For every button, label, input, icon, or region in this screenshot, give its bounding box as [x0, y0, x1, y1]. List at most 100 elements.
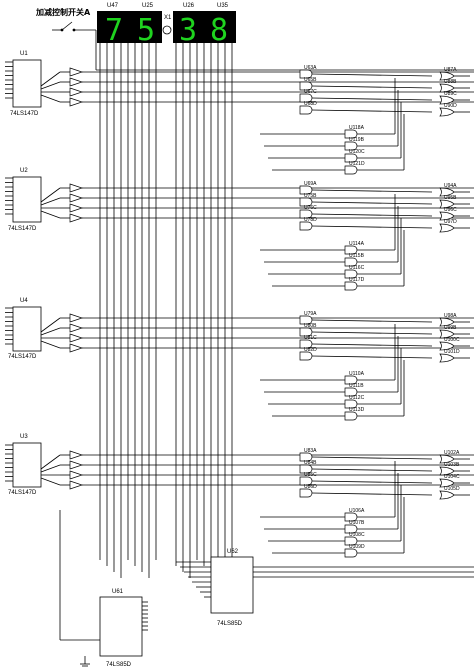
gate-label: U110A [349, 371, 365, 377]
display-digit: 5 [137, 13, 155, 48]
gate-label: U63A [304, 65, 317, 71]
or-gate [439, 490, 455, 500]
gate-output [311, 468, 433, 472]
gate-label: U117D [349, 277, 365, 283]
gate-label: U83A [304, 448, 317, 454]
and-gate [299, 81, 313, 91]
gate-label: U90D [444, 103, 457, 109]
buffer-symbol [69, 333, 84, 343]
gate-output [311, 97, 433, 101]
and-gate [299, 315, 313, 325]
gate-label: U75B [304, 193, 317, 199]
gate-label: U120C [349, 149, 365, 155]
gate-label: U69A [304, 181, 317, 187]
gate-label: U104C [444, 474, 460, 480]
buffer-symbol [69, 77, 84, 87]
display-u26: U26 3 [173, 3, 203, 48]
and-gate [299, 197, 313, 207]
and-gate [299, 476, 313, 486]
buffer-symbol [69, 203, 84, 213]
gate-output [311, 343, 433, 347]
gate-label: U101D [444, 349, 460, 355]
gate-label: U76C [304, 205, 317, 211]
gate-label: U96C [444, 207, 457, 213]
gate-label: U102A [444, 450, 460, 456]
encoder-output [40, 464, 61, 473]
buffer-symbol [69, 480, 84, 490]
gate-output [311, 73, 433, 77]
display-digit: 3 [179, 13, 197, 48]
gate-label: U119B [349, 137, 365, 143]
and-gate [344, 375, 358, 385]
and-gate [344, 129, 358, 139]
gate-label: U86D [304, 484, 317, 490]
or-gate [439, 83, 455, 93]
gate-label: U103B [444, 462, 460, 468]
crystal-label: X1 [164, 15, 172, 21]
gate-label: U112C [349, 395, 365, 401]
comparator-part: 74LS85D [106, 662, 132, 668]
encoder-ref: U3 [20, 434, 28, 440]
or-gate [439, 223, 455, 233]
buffer-symbol [69, 460, 84, 470]
and-gate [344, 153, 358, 163]
or-gate [439, 466, 455, 476]
gate-output [311, 331, 433, 335]
gate-label: U111B [349, 383, 364, 389]
gate-output [311, 189, 433, 193]
display-ref: U26 [183, 3, 195, 9]
encoder-output [40, 454, 61, 470]
encoder-ref: U2 [20, 168, 28, 174]
display-digit: 8 [210, 13, 228, 48]
and-gate [344, 548, 358, 558]
and-gate [299, 69, 313, 79]
comparator-u61: U61 74LS85D [99, 589, 143, 668]
and-gate [299, 185, 313, 195]
and-gate [344, 141, 358, 151]
display-ref: U35 [217, 3, 229, 9]
gate-label: U97D [444, 219, 457, 225]
gate-output [311, 109, 433, 113]
gate-label: U85C [304, 472, 317, 478]
gate-label: U118A [349, 125, 365, 131]
gate-output [311, 201, 433, 205]
encoder-output [40, 187, 61, 203]
gate-label: U84B [304, 460, 317, 466]
gate-label: U89C [444, 91, 457, 97]
gate-output [311, 213, 433, 217]
encoder-u2: U2 74LS147D [8, 168, 42, 232]
gate-label: U113D [349, 407, 365, 413]
buffer-symbol [69, 183, 84, 193]
buffer-symbol [69, 450, 84, 460]
gate-label: U82D [304, 347, 317, 353]
and-gate [344, 512, 358, 522]
or-gate [439, 107, 455, 117]
encoder-output [40, 317, 61, 333]
encoder-part: 74LS147D [8, 490, 37, 496]
parts-layer: U63AU65BU67CU68DU118AU119BU120CU121DU87A… [69, 65, 460, 558]
buffer-symbol [69, 87, 84, 97]
and-gate [344, 536, 358, 546]
or-gate [439, 454, 455, 464]
gate-label: U80B [304, 323, 317, 329]
gate-label: U100C [444, 337, 460, 343]
gate-label: U81C [304, 335, 317, 341]
display-u35: U35 8 [203, 3, 236, 48]
toggle-switch[interactable] [52, 21, 96, 32]
gate-label: U121D [349, 161, 365, 167]
gate-label: U115B [349, 253, 365, 259]
or-gate [439, 353, 455, 363]
and-gate [299, 464, 313, 474]
display-digit: 7 [105, 13, 123, 48]
encoder-part: 74LS147D [10, 111, 39, 117]
display-ref: U25 [142, 3, 154, 9]
encoder-output [40, 71, 61, 87]
encoder-ref: U1 [20, 51, 28, 57]
and-gate [299, 327, 313, 337]
encoder-ref: U4 [20, 298, 28, 304]
or-gate [439, 71, 455, 81]
and-gate [344, 165, 358, 175]
gate-label: U68D [304, 101, 317, 107]
encoder-u1: U1 74LS147D [10, 51, 42, 117]
